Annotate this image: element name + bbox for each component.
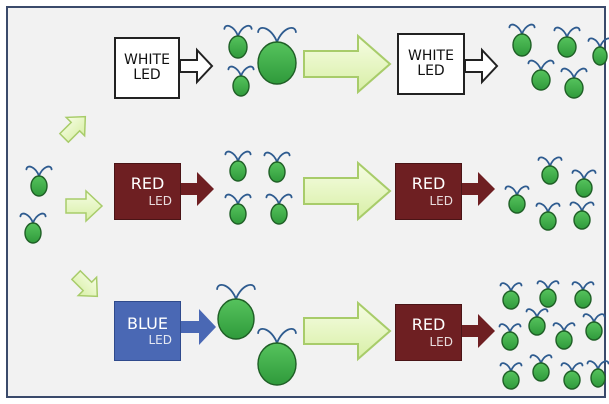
box-line1: RED (411, 174, 446, 194)
cell-mid-b2 (537, 156, 563, 185)
big-arrow-top (303, 33, 392, 95)
cell-source-1 (25, 165, 53, 197)
red-led-box-mid-left: RED LED (114, 163, 181, 220)
white-led-arrow-right (464, 47, 499, 85)
red-led-arrow-bot-right (462, 314, 495, 348)
cell-top-b3 (587, 37, 609, 66)
cell-bot-b5 (525, 308, 549, 336)
cell-mid-b1 (504, 185, 530, 214)
cell-top-b4 (527, 59, 555, 91)
box-line2: LED (417, 63, 445, 79)
red-led-box-bot-right: RED LED (395, 304, 462, 361)
big-arrow-middle (303, 160, 392, 222)
box-line2: LED (148, 193, 172, 208)
cell-top-a2-large (257, 26, 297, 85)
box-line2: LED (133, 67, 161, 83)
box-line1: WHITE (124, 51, 170, 68)
blue-led-box: BLUE LED (114, 301, 181, 361)
box-line1: RED (130, 174, 165, 194)
red-led-arrow-mid-left (181, 172, 214, 206)
white-led-box-right: WHITE LED (397, 33, 465, 95)
cell-bot-b8 (499, 362, 523, 390)
cell-top-a1 (223, 24, 253, 59)
box-line1: BLUE (127, 313, 168, 333)
blue-led-arrow (181, 309, 216, 345)
cell-mid-b4 (535, 202, 561, 231)
cell-top-b5 (560, 67, 588, 99)
cell-bot-b1 (499, 282, 523, 310)
branch-arrow-right (65, 189, 104, 223)
cell-top-a3 (227, 65, 255, 97)
box-line2: LED (148, 333, 172, 348)
cell-mid-b5 (569, 201, 595, 230)
box-line1: WHITE (408, 47, 454, 64)
white-led-box-left: WHITE LED (114, 37, 180, 99)
cell-bot-b7 (582, 313, 606, 341)
cell-bot-b4 (498, 323, 522, 351)
cell-bot-b2 (536, 280, 560, 308)
cell-bot-a1-large (216, 283, 256, 340)
box-line1: RED (411, 315, 446, 335)
cell-group (19, 23, 609, 390)
branch-arrow-up (58, 115, 87, 144)
white-led-arrow-left (179, 47, 214, 85)
cell-bot-a2-large (257, 327, 297, 386)
big-arrow-bottom (303, 300, 392, 362)
cell-mid-a4 (265, 193, 293, 225)
cell-bot-b6 (552, 322, 576, 350)
cell-mid-a3 (224, 193, 252, 225)
red-led-box-mid-right: RED LED (395, 163, 462, 220)
cell-source-2 (19, 212, 47, 244)
cell-top-b1 (508, 23, 536, 57)
red-led-arrow-mid-right (462, 172, 495, 206)
cell-bot-b10 (560, 362, 584, 390)
box-line2: LED (429, 334, 453, 349)
cell-bot-b9 (529, 354, 553, 382)
branch-arrow-down (70, 269, 99, 298)
cell-top-b2 (553, 26, 581, 58)
cell-bot-b3 (571, 281, 595, 309)
cell-mid-a2 (263, 151, 291, 183)
cell-bot-b11 (586, 360, 609, 388)
cell-mid-a1 (224, 150, 252, 182)
cell-mid-b3 (571, 169, 597, 198)
box-line2: LED (429, 193, 453, 208)
